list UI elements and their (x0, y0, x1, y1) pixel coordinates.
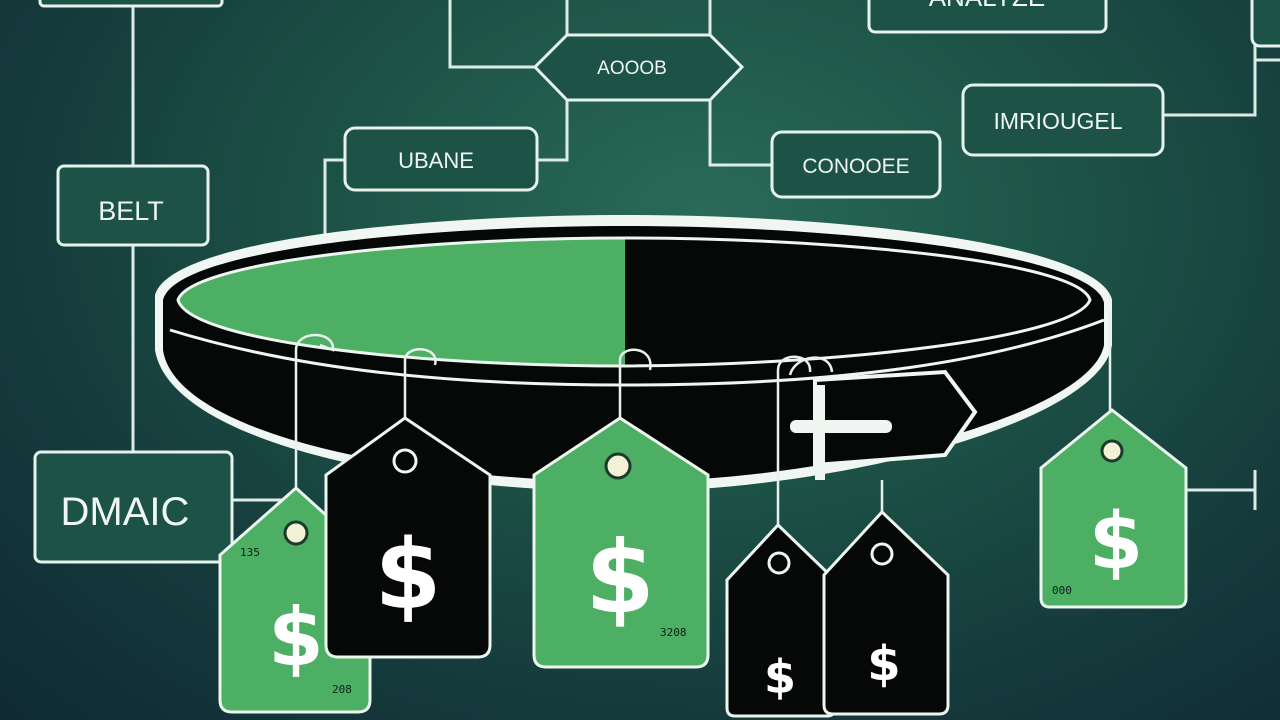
price-tag-5: $ (822, 509, 950, 716)
price-tag-4-hole (767, 551, 791, 575)
node-ubane-box (343, 126, 539, 192)
price-tag-6-symbol: $ (1089, 497, 1143, 587)
price-tag-4: $ (725, 522, 837, 718)
price-tag-3-label-bottom: 3208 (660, 626, 687, 639)
node-analyze-box (867, 0, 1108, 34)
string-tag-4b (788, 356, 834, 376)
price-tag-5-hole (870, 542, 894, 566)
belt-inner-left-green (178, 238, 625, 366)
price-tag-2: $ (324, 416, 492, 659)
price-tag-6-label-bottom: 000 (1052, 584, 1072, 597)
connector-aooob-to-ubane (537, 100, 569, 162)
price-tag-1-label-bottom: 208 (332, 683, 352, 696)
belt-inner-edge (176, 236, 1092, 368)
node-conooee: CONOOEE (770, 130, 942, 199)
belt-inner-right-black (625, 238, 1090, 366)
node-belt-label: BELT (98, 196, 164, 226)
node-dmaic: DMAIC (33, 450, 234, 564)
node-improve-box (961, 83, 1165, 157)
price-tag-3-symbol: $ (585, 519, 655, 636)
node-aooob-shape (532, 33, 745, 102)
price-tag-2-symbol: $ (375, 519, 442, 631)
node-belt: BELT (56, 164, 210, 247)
price-tag-6-hole (1100, 439, 1124, 463)
price-tag-2-body (324, 416, 492, 659)
string-tag-1 (294, 333, 335, 525)
price-tag-3: $ 3208 (532, 416, 710, 669)
string-tag-3 (618, 348, 652, 465)
belt-buckle (790, 369, 978, 480)
buckle-bar (815, 385, 825, 480)
price-tag-1-label-top: 135 (240, 546, 260, 559)
buckle-prong (790, 420, 892, 433)
price-tag-6-body (1039, 408, 1188, 609)
belt-illustration (155, 215, 1112, 492)
node-improve: IMRIOUGEL (961, 83, 1165, 157)
price-tag-5-symbol: $ (867, 636, 900, 692)
node-analyze-label: ANALYZE (929, 0, 1046, 12)
belt-band-edge (169, 318, 1105, 387)
connector-improve-right (1163, 0, 1257, 117)
top-right-stub-box (1250, 0, 1280, 48)
node-aooob-label: AOOOB (597, 58, 667, 79)
price-tag-1-symbol: $ (268, 591, 324, 684)
price-tag-2-hole (392, 448, 418, 474)
node-belt-box (56, 164, 210, 247)
connector-aooob-to-conooee (708, 100, 772, 167)
price-tag-3-body (532, 416, 710, 669)
price-tag-6: $ 000 (1039, 408, 1188, 609)
price-tag-4-symbol: $ (764, 650, 796, 704)
connector-left-to-aooob (448, 0, 537, 69)
node-conooee-box (770, 130, 942, 199)
buckle-frame (813, 369, 978, 468)
price-tag-1-hole (283, 520, 309, 546)
node-analyze: ANALYZE (867, 0, 1108, 34)
connector-lines (131, 0, 1280, 510)
string-tag-4 (776, 355, 812, 560)
node-improve-label: IMRIOUGEL (993, 108, 1122, 134)
node-dmaic-label: DMAIC (61, 490, 190, 534)
node-conooee-label: CONOOEE (802, 155, 909, 178)
price-tag-5-body (822, 509, 950, 716)
top-left-stub-box (38, 0, 224, 8)
connector-ubane-to-belt (323, 158, 345, 235)
node-aooob: AOOOB (532, 33, 745, 102)
node-dmaic-box (33, 450, 234, 564)
node-ubane: UBANE (343, 126, 539, 192)
string-tag-2 (403, 348, 437, 455)
node-ubane-label: UBANE (398, 148, 474, 173)
price-tag-3-hole (604, 452, 632, 480)
